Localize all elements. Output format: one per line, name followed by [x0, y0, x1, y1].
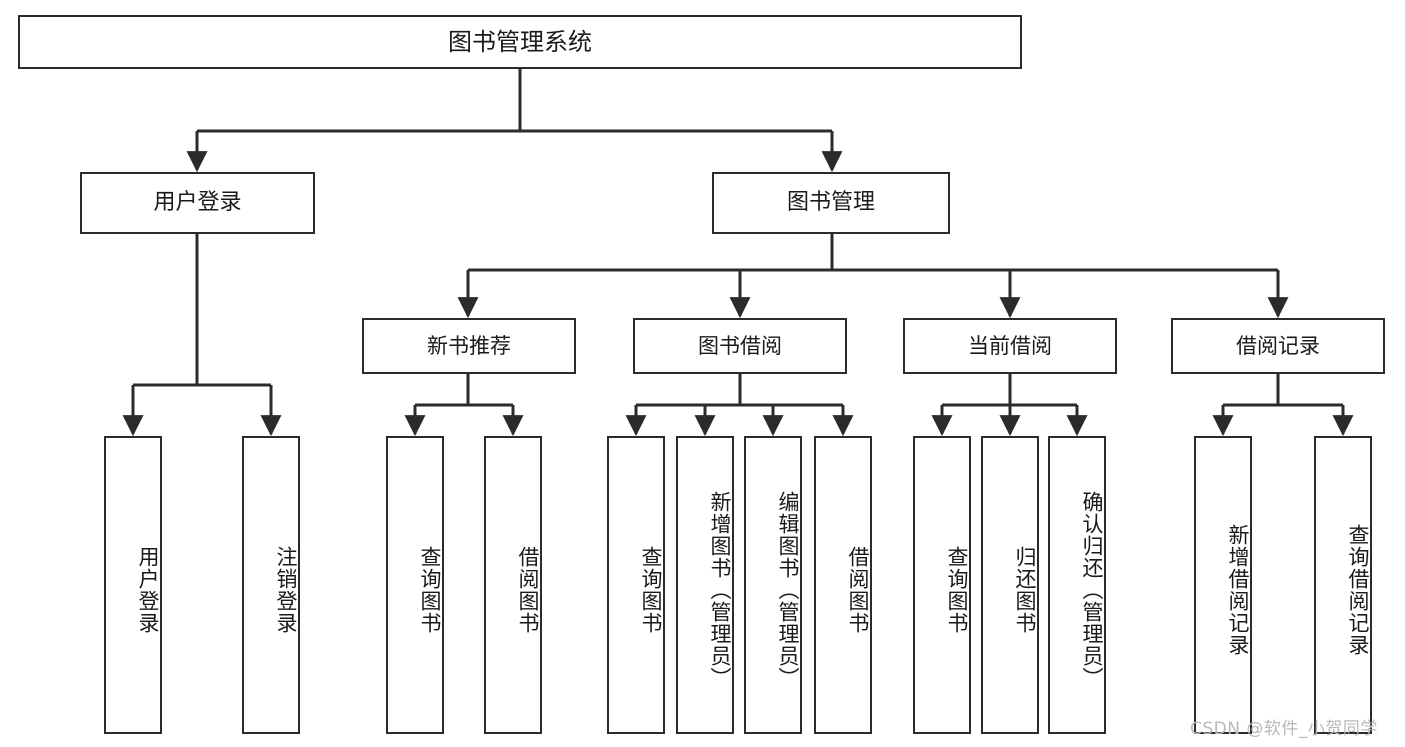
node-leaf-add-book-admin-label: 新增图书（管理员）	[708, 491, 732, 689]
node-leaf-add-book-admin[interactable]: 新增图书（管理员）	[676, 436, 734, 734]
node-leaf-logout-login-label: 注销登录	[274, 546, 298, 634]
node-leaf-query-borrow-record-label: 查询借阅记录	[1346, 524, 1370, 656]
node-leaf-logout-login[interactable]: 注销登录	[242, 436, 300, 734]
node-current-borrow-label: 当前借阅	[968, 333, 1052, 358]
node-borrow-record[interactable]: 借阅记录	[1171, 318, 1385, 374]
node-new-book-recommend-label: 新书推荐	[427, 333, 511, 358]
node-leaf-query-book-2-label: 查询图书	[639, 546, 663, 634]
node-leaf-borrow-book-2[interactable]: 借阅图书	[814, 436, 872, 734]
node-user-login[interactable]: 用户登录	[80, 172, 315, 234]
node-leaf-confirm-return-admin[interactable]: 确认归还（管理员）	[1048, 436, 1106, 734]
node-leaf-return-book-label: 归还图书	[1013, 546, 1037, 634]
node-leaf-query-book-1[interactable]: 查询图书	[386, 436, 444, 734]
node-root-system[interactable]: 图书管理系统	[18, 15, 1022, 69]
node-leaf-confirm-return-admin-label: 确认归还（管理员）	[1080, 491, 1104, 689]
node-leaf-add-borrow-record-label: 新增借阅记录	[1226, 524, 1250, 656]
node-leaf-query-book-2[interactable]: 查询图书	[607, 436, 665, 734]
node-book-borrow-label: 图书借阅	[698, 333, 782, 358]
node-user-login-label: 用户登录	[153, 190, 242, 216]
node-leaf-query-book-3-label: 查询图书	[945, 546, 969, 634]
node-leaf-edit-book-admin-label: 编辑图书（管理员）	[776, 491, 800, 689]
node-root-label: 图书管理系统	[448, 27, 592, 56]
node-current-borrow[interactable]: 当前借阅	[903, 318, 1117, 374]
node-new-book-recommend[interactable]: 新书推荐	[362, 318, 576, 374]
csdn-watermark: CSDN @软件_小贺同学	[1190, 719, 1378, 739]
node-borrow-record-label: 借阅记录	[1236, 333, 1320, 358]
node-leaf-user-login[interactable]: 用户登录	[104, 436, 162, 734]
node-leaf-query-book-3[interactable]: 查询图书	[913, 436, 971, 734]
node-book-management[interactable]: 图书管理	[712, 172, 950, 234]
node-leaf-edit-book-admin[interactable]: 编辑图书（管理员）	[744, 436, 802, 734]
node-leaf-borrow-book-2-label: 借阅图书	[846, 546, 870, 634]
node-leaf-return-book[interactable]: 归还图书	[981, 436, 1039, 734]
node-leaf-query-book-1-label: 查询图书	[418, 546, 442, 634]
node-book-management-label: 图书管理	[786, 190, 875, 216]
node-leaf-borrow-book-1[interactable]: 借阅图书	[484, 436, 542, 734]
node-leaf-borrow-book-1-label: 借阅图书	[516, 546, 540, 634]
node-book-borrow[interactable]: 图书借阅	[633, 318, 847, 374]
node-leaf-user-login-label: 用户登录	[136, 546, 160, 634]
node-leaf-add-borrow-record[interactable]: 新增借阅记录	[1194, 436, 1252, 734]
node-leaf-query-borrow-record[interactable]: 查询借阅记录	[1314, 436, 1372, 734]
